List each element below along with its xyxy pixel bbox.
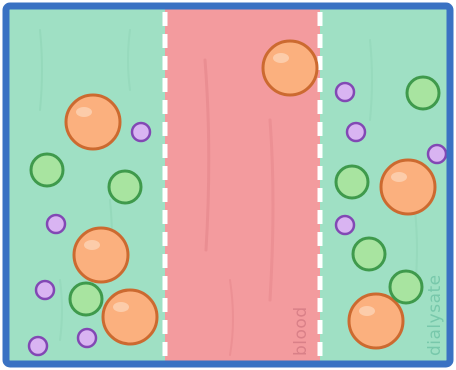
large-orange-particle-icon <box>261 39 319 97</box>
medium-green-particle-icon <box>107 169 143 205</box>
large-orange-particle-icon <box>379 158 437 216</box>
particles <box>27 39 448 357</box>
medium-green-particle-icon <box>388 269 424 305</box>
small-purple-particle-icon <box>345 121 367 143</box>
small-purple-particle-icon <box>334 214 356 236</box>
small-purple-particle-icon <box>130 121 152 143</box>
small-purple-particle-icon <box>27 335 49 357</box>
blood-label: blood <box>291 306 311 356</box>
small-purple-particle-icon <box>334 81 356 103</box>
large-orange-particle-icon <box>72 226 130 284</box>
small-purple-particle-icon <box>45 213 67 235</box>
large-orange-particle-icon <box>347 292 405 350</box>
small-purple-particle-icon <box>76 327 98 349</box>
medium-green-particle-icon <box>29 152 65 188</box>
small-purple-particle-icon <box>426 143 448 165</box>
medium-green-particle-icon <box>68 281 104 317</box>
large-orange-particle-icon <box>101 288 159 346</box>
medium-green-particle-icon <box>334 164 370 200</box>
texture-streaks <box>39 29 418 356</box>
dialysate-label: dialysate <box>425 274 445 356</box>
medium-green-particle-icon <box>405 75 441 111</box>
small-purple-particle-icon <box>34 279 56 301</box>
medium-green-particle-icon <box>351 236 387 272</box>
large-orange-particle-icon <box>64 93 122 151</box>
